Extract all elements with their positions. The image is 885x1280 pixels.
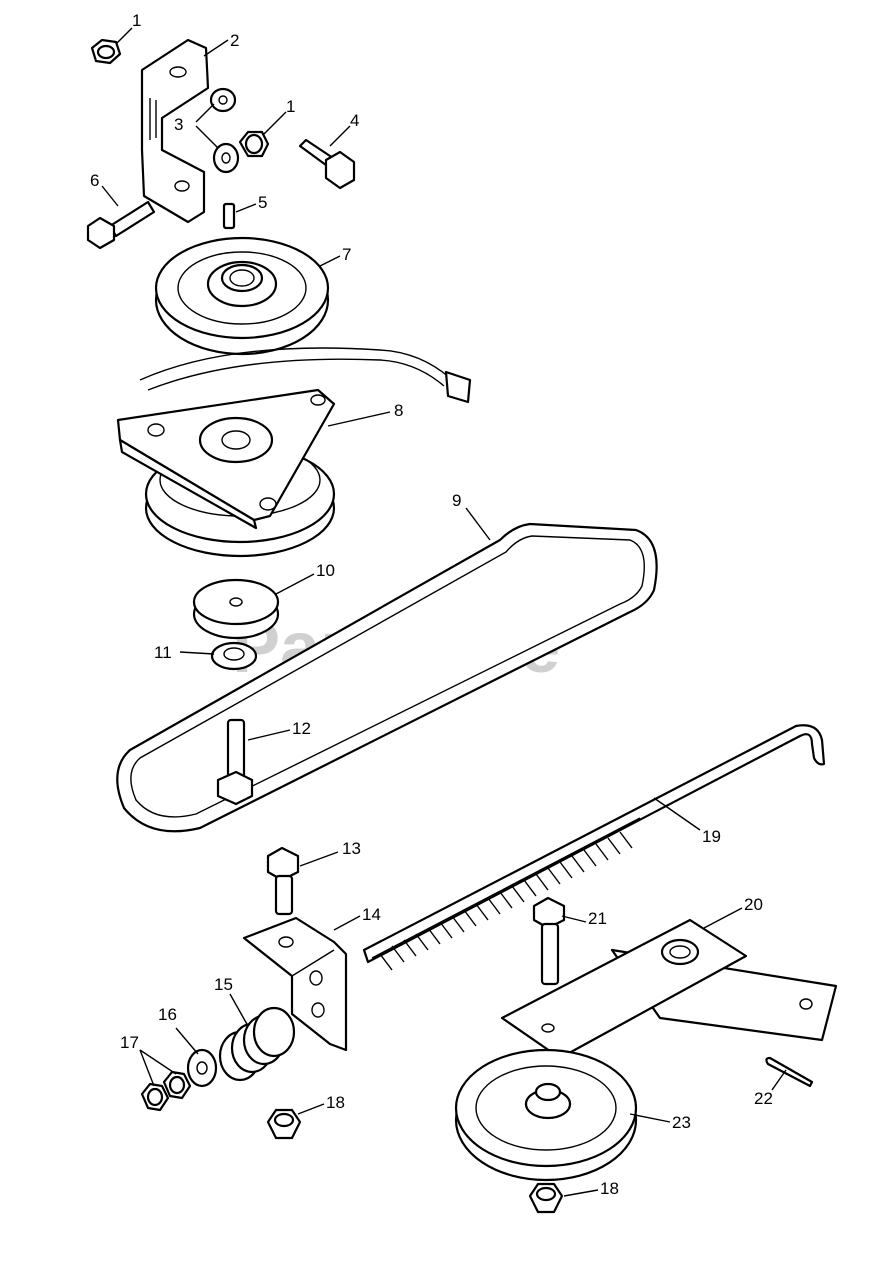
callout-23: 23 xyxy=(672,1113,691,1132)
callout-22: 22 xyxy=(754,1089,773,1108)
part-19-rod xyxy=(362,724,826,971)
part-5-key xyxy=(222,202,236,230)
part-16-washer xyxy=(186,1048,218,1088)
part-1-nut-top xyxy=(90,38,122,65)
callout-10: 10 xyxy=(316,561,335,580)
callout-1-top: 1 xyxy=(132,11,141,30)
part-11-washer xyxy=(210,641,258,671)
part-13-bolt xyxy=(266,846,300,916)
callout-9: 9 xyxy=(452,491,461,510)
part-18-nut-left xyxy=(266,1108,302,1140)
part-9-belt xyxy=(116,522,658,833)
callout-7: 7 xyxy=(342,245,351,264)
callout-6: 6 xyxy=(90,171,99,190)
part-10-spacer xyxy=(192,578,280,640)
part-8-electric-clutch xyxy=(116,347,472,558)
callout-5: 5 xyxy=(258,193,267,212)
part-2-bracket xyxy=(140,38,210,224)
part-21-bolt xyxy=(532,896,566,986)
callout-18-bottom: 18 xyxy=(600,1179,619,1198)
part-6-bolt xyxy=(86,200,156,250)
part-22-cotter-pin xyxy=(765,1056,814,1088)
leader-lines xyxy=(101,27,787,1197)
part-23-idler-pulley xyxy=(454,1048,638,1182)
part-18-nut-bottom xyxy=(528,1182,564,1214)
callout-21: 21 xyxy=(588,909,607,928)
callout-18-left: 18 xyxy=(326,1093,345,1112)
callout-20: 20 xyxy=(744,895,763,914)
part-14-bracket xyxy=(242,916,348,1052)
callout-1-middle: 1 xyxy=(286,97,295,116)
callout-12: 12 xyxy=(292,719,311,738)
part-15-spring xyxy=(218,1006,296,1082)
part-4-bolt xyxy=(298,138,356,190)
callout-13: 13 xyxy=(342,839,361,858)
part-3-washers xyxy=(209,87,240,174)
callout-2: 2 xyxy=(230,31,239,50)
callout-19: 19 xyxy=(702,827,721,846)
part-12-bolt xyxy=(216,718,254,806)
part-7-pulley xyxy=(154,236,330,356)
part-17-nuts xyxy=(140,1070,192,1112)
callouts: 1 2 3 1 4 6 5 7 8 9 10 11 12 19 13 14 15… xyxy=(90,11,773,1198)
part-20-idler-arm xyxy=(500,918,838,1060)
callout-16: 16 xyxy=(158,1005,177,1024)
part-1-nut-middle xyxy=(238,130,270,158)
callout-8: 8 xyxy=(394,401,403,420)
callout-11: 11 xyxy=(154,643,172,662)
callout-17: 17 xyxy=(120,1033,139,1052)
callout-15: 15 xyxy=(214,975,233,994)
callout-14: 14 xyxy=(362,905,381,924)
callout-4: 4 xyxy=(350,111,359,130)
callout-3: 3 xyxy=(174,115,183,134)
